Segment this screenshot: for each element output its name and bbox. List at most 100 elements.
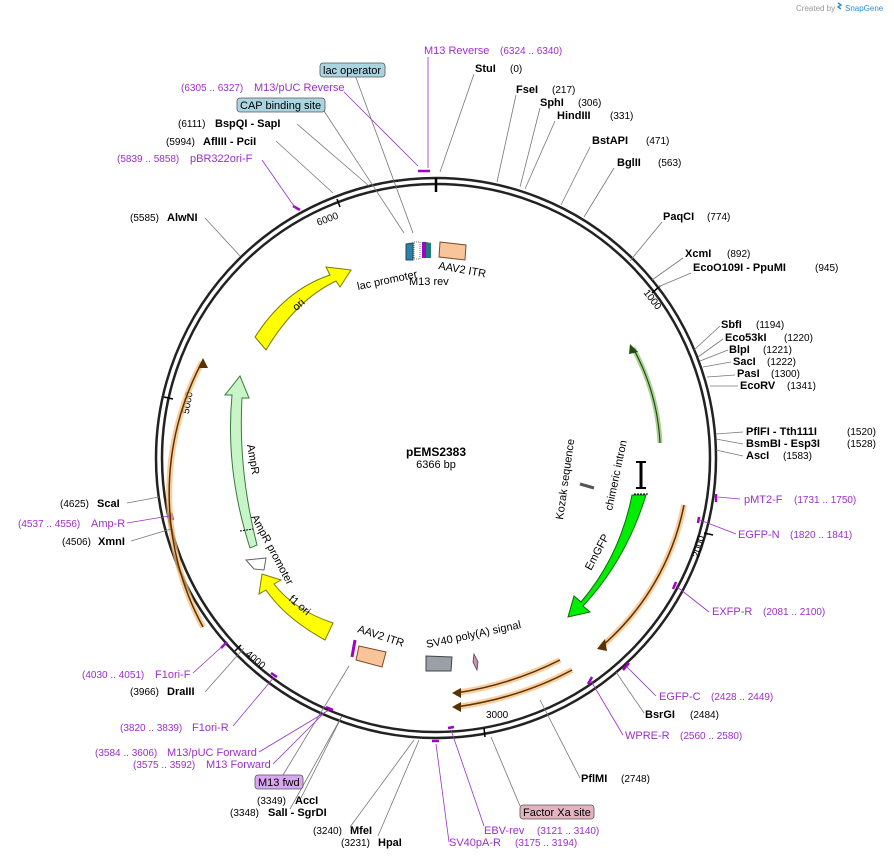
small-pink-feature[interactable] [472,652,479,672]
feature-label-chimeric-intron: chimeric intron [603,439,630,511]
primer-name: WPRE-R [625,730,670,742]
enzyme-name: BsrGI [645,709,675,721]
enzyme-pos: (6111) [178,119,205,130]
primer-range: (4537 .. 4556) [18,519,80,530]
tick-label-4000: 4000 [243,649,267,672]
primer-name: Amp-R [91,518,125,530]
feature-label-aav2-itr-bottom: AAV2 ITR [356,623,405,649]
chimeric-intron-arrowhead [629,344,638,354]
primer-range: (3121 .. 3140) [537,826,599,837]
enzyme-name: DraIII [167,686,195,698]
feature-label-ampr: AmpR [244,443,261,475]
enzyme-pos: (1583) [783,451,812,462]
enzyme-pos: (1221) [763,345,792,356]
orange-arc-bottom-1[interactable] [452,657,562,698]
enzyme-name: PflMI [581,773,607,785]
boxed-label-text: M13 fwd [258,777,300,789]
feature-label-m13-rev: M13 rev [409,276,449,288]
enzyme-name: Eco53kI [725,332,767,344]
enzyme-pos: (2484) [690,710,719,721]
primer-name: M13 Reverse [424,45,489,57]
primer-name: M13/pUC Forward [167,747,257,759]
enzyme-name: StuI [475,63,496,75]
chimeric-intron-glow [630,346,663,444]
primer-name: M13 Forward [206,759,271,771]
enzyme-pos: (217) [552,85,575,96]
enzyme-name: HindIII [557,110,591,122]
enzyme-pos: (1300) [771,369,800,380]
primer-name: EGFP-N [738,529,780,541]
boxed-label-cap-binding-site[interactable]: CAP binding site [236,97,326,113]
cap-site-mark[interactable] [426,242,431,258]
enzyme-name: FseI [516,84,538,96]
primer-range: (4030 .. 4051) [82,670,144,681]
enzyme-name: XcmI [685,248,711,260]
kozak-sequence-mark[interactable] [579,482,595,490]
chimeric-intron-arc[interactable] [632,347,661,444]
primer-name: pMT2-F [744,494,783,506]
primer-name: EGFP-C [659,691,701,703]
feature-label-kozak: Kozak sequence [554,438,577,520]
enzyme-name: EcoRV [740,380,776,392]
aav2-itr-bottom[interactable] [355,645,387,668]
boxed-label-lac-operator[interactable]: lac operator [319,62,386,78]
enzyme-name: BstAPI [592,135,628,147]
enzyme-name: XmnI [98,536,125,548]
enzyme-pos: (3231) [341,838,370,849]
orange-arc-left[interactable] [166,358,208,629]
enzyme-pos: (3348) [230,808,259,819]
enzyme-name: SbfI [721,319,742,331]
enzyme-pos: (331) [610,111,633,122]
enzyme-pos: (4625) [60,499,89,510]
primer-name: F1ori-F [155,669,191,681]
primer-range: (3575 .. 3592) [133,760,195,771]
ampr-arrow[interactable] [223,375,258,549]
aav2-itr-top[interactable] [438,241,467,261]
enzyme-pos: (2748) [621,774,650,785]
tick-2000: 2000 [691,532,714,559]
sv40-polya-signal-box[interactable] [425,655,453,672]
enzyme-name: AlwNI [167,212,198,224]
tick-label-3000: 3000 [486,710,509,721]
enzyme-labels: StuI (0) FseI (217) SphI (306) HindIII (… [60,63,876,849]
primer-range: (6305 .. 6327) [181,83,243,94]
ori-arrow[interactable] [254,266,352,351]
orange-arc-bottom-2[interactable] [452,667,574,712]
primer-name: F1ori-R [192,722,229,734]
enzyme-name: AscI [746,450,769,462]
ampr-promoter-arrow[interactable] [244,557,267,571]
enzyme-name: AccI [295,795,318,807]
boxed-label-m13-fwd[interactable]: M13 fwd [254,774,304,790]
ampr-dash [239,528,254,532]
enzyme-name: EcoO109I - PpuMI [693,262,786,274]
m13-rev-mark[interactable] [422,242,426,258]
enzyme-name: BspQI - SapI [215,118,280,130]
enzyme-name: BlpI [729,344,750,356]
emgfp-arrow[interactable] [567,494,647,618]
lac-operator-box[interactable] [413,241,421,260]
primer-range: (1820 .. 1841) [790,530,852,541]
primer-range: (2428 .. 2449) [711,692,773,703]
enzyme-name: HpaI [378,837,402,849]
enzyme-pos: (5994) [166,137,195,148]
orange-arc-right[interactable] [597,504,687,651]
primer-range: (2560 .. 2580) [680,731,742,742]
enzyme-name: ScaI [97,498,120,510]
enzyme-pos: (3966) [130,687,159,698]
primer-name: pBR322ori-F [190,153,253,165]
enzyme-pos: (1222) [767,357,796,368]
enzyme-name: SalI - SgrDI [268,807,327,819]
enzyme-name: MfeI [350,825,372,837]
enzyme-pos: (3240) [313,826,342,837]
tick-label-6000: 6000 [315,211,340,229]
boxed-label-text: Factor Xa site [523,807,591,819]
primer-name: EBV-rev [484,825,525,837]
plasmid-length: 6366 bp [416,459,456,471]
lac-promoter-box[interactable] [405,242,414,261]
enzyme-name: BsmBI - Esp3I [746,438,820,450]
boxed-label-factor-xa-site[interactable]: Factor Xa site [519,804,595,820]
intron-bracket-icon [634,461,648,495]
enzyme-pos: (1220) [784,333,813,344]
f1-ori-arrow[interactable] [258,573,334,641]
